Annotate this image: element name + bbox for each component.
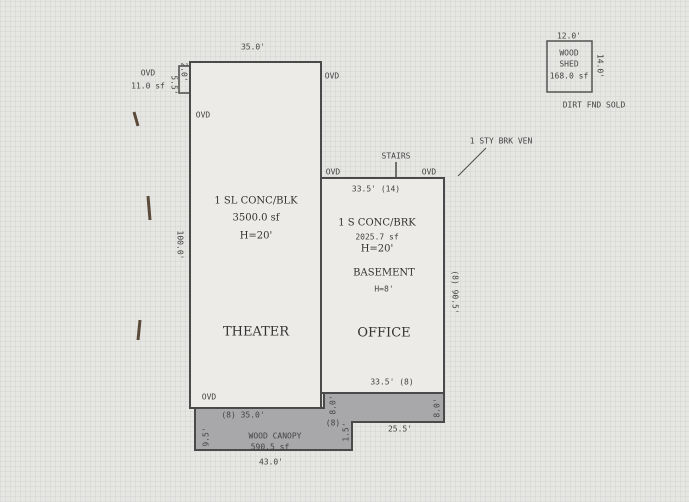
office-area: 2025.7 sf xyxy=(355,232,399,242)
pen-mark xyxy=(132,111,152,341)
office-ovd-right: OVD xyxy=(421,167,437,177)
canopy-bottom-dim: 43.0' xyxy=(258,457,284,467)
shed-note: DIRT FND SOLD xyxy=(562,100,626,110)
veneer-note: 1 STY BRK VEN xyxy=(469,136,533,146)
office-right-dim: (8) 90.5' xyxy=(450,270,460,314)
canopy-left-dim: 9.5' xyxy=(201,427,211,447)
office-strip-note: (8) xyxy=(325,418,341,428)
shed-line2: SHED xyxy=(559,59,579,69)
canopy-label: WOOD CANOPY xyxy=(248,431,302,441)
office-height: H=20' xyxy=(360,243,394,255)
theater-construction: 1 SL CONC/BLK xyxy=(214,195,298,207)
shed-area: 168.0 sf xyxy=(549,71,589,81)
wood-canopy-shaded xyxy=(194,392,445,451)
theater-ovd-left: OVD xyxy=(195,110,211,120)
veneer-leader-line xyxy=(457,147,487,177)
basement-height: H=8' xyxy=(374,284,394,294)
theater-height: H=20' xyxy=(239,230,273,242)
office-top-dim: 33.5' (14) xyxy=(351,184,401,194)
theater-outline xyxy=(189,61,322,409)
small-ovd-label: OVD xyxy=(140,68,156,78)
theater-area: 3500.0 sf xyxy=(232,212,280,224)
office-strip-bottom-dim: 25.5' xyxy=(387,424,413,434)
shed-line1: WOOD xyxy=(559,48,579,58)
theater-left-dim: 100.0' xyxy=(175,230,185,260)
shed-side-dim: 14.0' xyxy=(595,53,605,79)
office-ovd-left: OVD xyxy=(325,167,341,177)
office-strip-right-dim: 8.0' xyxy=(432,398,442,418)
small-ovd-outline xyxy=(178,65,191,94)
stairs-label: STAIRS xyxy=(381,151,411,161)
shed-top-dim: 12.0' xyxy=(556,31,582,41)
office-construction: 1 S CONC/BRK xyxy=(338,217,416,229)
office-label: OFFICE xyxy=(357,325,411,341)
theater-bottom-dim: (8) 35.0' xyxy=(221,410,265,420)
basement-label: BASEMENT xyxy=(353,267,415,279)
theater-ovd-bottom: OVD xyxy=(201,392,217,402)
office-outline xyxy=(320,177,445,394)
theater-top-dim: 35.0' xyxy=(240,42,266,52)
theater-ovd-top-right: OVD xyxy=(324,71,340,81)
shed-outline xyxy=(546,40,593,93)
theater-label: THEATER xyxy=(222,324,290,340)
small-ovd-dim-b: 2.0' xyxy=(179,62,189,82)
office-bottom-dim: 33.5' (8) xyxy=(370,377,414,387)
office-strip-left-dim: 8.0' xyxy=(328,395,338,415)
canopy-step-dim: 1.5' xyxy=(341,422,351,442)
small-ovd-area: 11.0 sf xyxy=(131,81,165,91)
small-ovd-dim-a: 5.5' xyxy=(169,75,179,95)
canopy-area: 590.5 sf xyxy=(250,442,290,452)
